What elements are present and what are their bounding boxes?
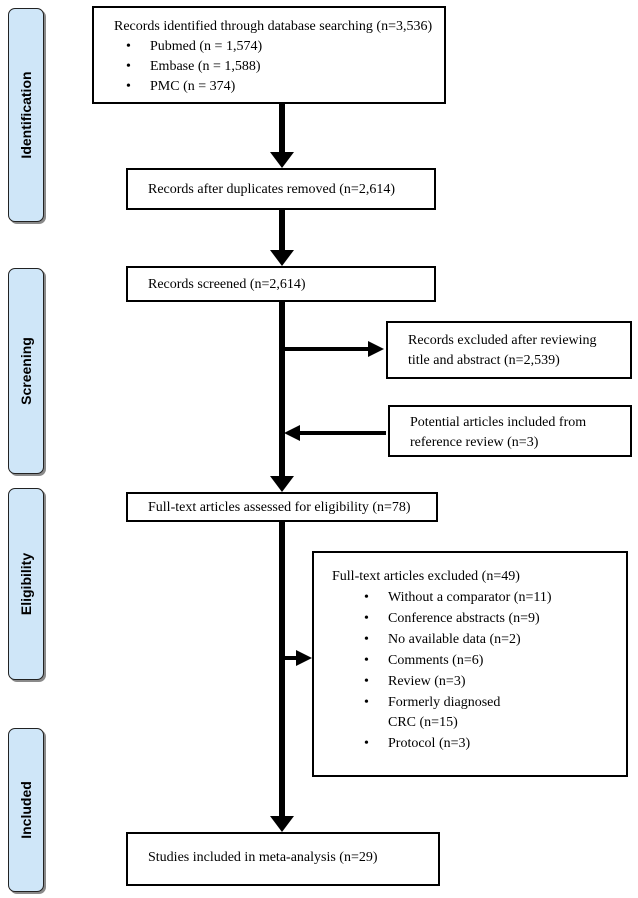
reference-review-box: Potential articles included from referen…	[388, 405, 632, 457]
stage-eligibility: Eligibility	[8, 488, 44, 680]
excluded-abstract-text: Records excluded after reviewing title a…	[408, 333, 597, 368]
full-text-excluded-list: Without a comparator (n=11) Conference a…	[352, 588, 626, 754]
list-item: Embase (n = 1,588)	[114, 57, 444, 77]
included-box: Studies included in meta-analysis (n=29)	[126, 832, 440, 886]
identified-title: Records identified through database sear…	[114, 19, 433, 34]
stage-screening-label: Screening	[18, 337, 34, 405]
list-item: Conference abstracts (n=9)	[352, 609, 626, 629]
stage-included: Included	[8, 728, 44, 892]
identified-box: Records identified through database sear…	[92, 6, 446, 104]
identified-list: Pubmed (n = 1,574) Embase (n = 1,588) PM…	[114, 37, 444, 97]
excluded-abstract-box: Records excluded after reviewing title a…	[386, 321, 632, 379]
stage-identification: Identification	[8, 8, 44, 222]
list-item: Protocol (n=3)	[352, 734, 626, 754]
reference-review-text: Potential articles included from referen…	[410, 415, 587, 450]
stage-screening: Screening	[8, 268, 44, 474]
stage-included-label: Included	[18, 781, 34, 839]
full-text-excluded-title: Full-text articles excluded (n=49)	[332, 569, 520, 584]
full-text-assessed-text: Full-text articles assessed for eligibil…	[148, 500, 411, 515]
included-text: Studies included in meta-analysis (n=29)	[148, 850, 378, 865]
list-item: Comments (n=6)	[352, 651, 626, 671]
screened-box: Records screened (n=2,614)	[126, 266, 436, 302]
list-item: Review (n=3)	[352, 672, 626, 692]
full-text-assessed-box: Full-text articles assessed for eligibil…	[126, 492, 438, 522]
full-text-excluded-box: Full-text articles excluded (n=49) Witho…	[312, 551, 628, 777]
screened-text: Records screened (n=2,614)	[148, 277, 306, 292]
list-item: Without a comparator (n=11)	[352, 588, 626, 608]
list-item: Formerly diagnosed CRC (n=15)	[352, 693, 518, 733]
list-item: Pubmed (n = 1,574)	[114, 37, 444, 57]
list-item: No available data (n=2)	[352, 630, 626, 650]
stage-eligibility-label: Eligibility	[18, 552, 34, 616]
list-item: PMC (n = 374)	[114, 77, 444, 97]
stage-identification-label: Identification	[18, 71, 34, 159]
deduplicated-text: Records after duplicates removed (n=2,61…	[148, 182, 395, 197]
deduplicated-box: Records after duplicates removed (n=2,61…	[126, 168, 436, 210]
